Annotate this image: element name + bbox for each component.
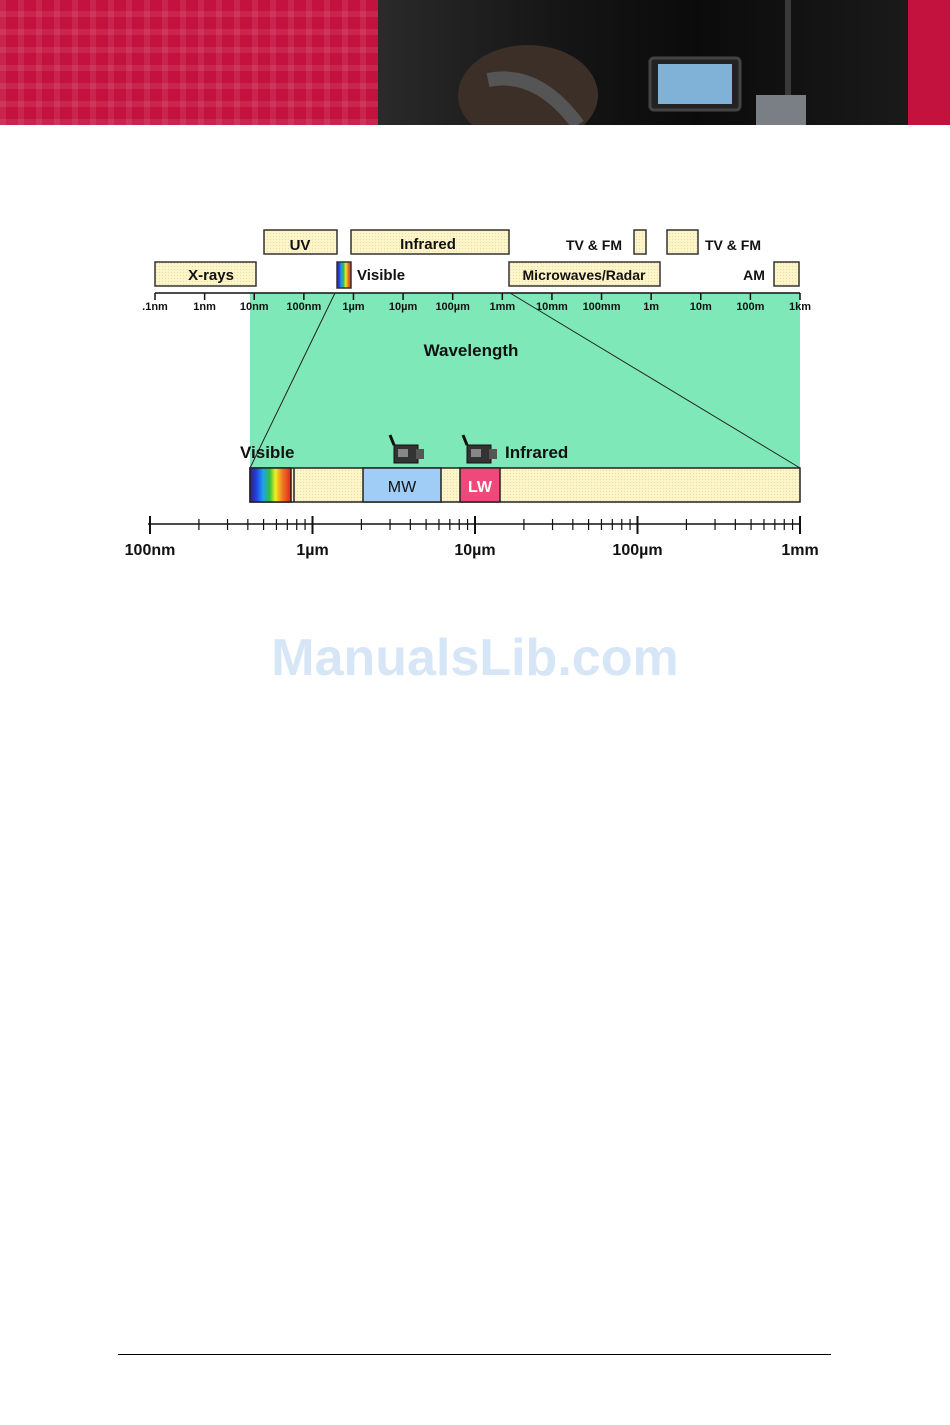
detail-infrared-label: Infrared (505, 443, 568, 462)
band-microwaves-label: Microwaves/Radar (523, 267, 646, 283)
bottom-scale-label: 1µm (296, 542, 328, 559)
detail-visible-swatch (250, 468, 291, 502)
band-uv-label: UV (290, 237, 311, 254)
band-xrays: X-rays (155, 262, 256, 286)
top-scale-tick-label: 10µm (389, 301, 418, 313)
wavelength-region (250, 293, 800, 468)
band-am-label: AM (743, 267, 765, 283)
band-visible-swatch (337, 262, 351, 288)
bottom-scale-label: 1mm (781, 542, 818, 559)
band-microwaves: Microwaves/Radar (509, 262, 660, 286)
band-tv-fm-2-label: TV & FM (705, 237, 761, 253)
header-photo (378, 0, 908, 125)
bottom-scale-label: 100nm (125, 542, 176, 559)
top-scale-tick-label: 1m (643, 301, 659, 313)
header-banner (0, 0, 950, 125)
top-scale-tick-label: 10nm (240, 301, 269, 313)
top-scale-tick-label: 1km (789, 301, 811, 313)
header-right-strip (908, 0, 950, 125)
header-pattern (0, 0, 378, 125)
detail-bar (250, 468, 800, 502)
top-scale-tick-label: 10m (690, 301, 712, 313)
band-infrared: Infrared (351, 230, 509, 254)
top-scale-tick-label: 100m (736, 301, 764, 313)
band-tv-fm-2-box (667, 230, 698, 254)
band-uv: UV (264, 230, 337, 254)
band-visible-label: Visible (357, 267, 405, 284)
footer-rule (118, 1354, 831, 1355)
wavelength-label: Wavelength (424, 341, 519, 360)
watermark: ManualsLib.com (0, 628, 950, 688)
spectrum-diagram: Wavelength UV Infrared TV & FM TV & FM X… (0, 200, 950, 580)
monitor-screen (658, 64, 732, 104)
bottom-scale-ticks: 100nm 1µm 10µm 100µm 1mm (125, 516, 819, 559)
top-scale-tick-label: 1µm (342, 301, 364, 313)
band-tv-fm-1-box (634, 230, 646, 254)
band-am-box (774, 262, 799, 286)
band-infrared-label: Infrared (400, 236, 456, 253)
top-scale-tick-label: 100mm (583, 301, 621, 313)
detail-visible-label: Visible (240, 443, 295, 462)
lw-label: LW (468, 479, 493, 496)
bottom-scale-label: 100µm (612, 542, 662, 559)
top-scale-tick-label: 100nm (286, 301, 321, 313)
device-box (756, 95, 806, 125)
top-scale-tick-label: 1mm (489, 301, 515, 313)
top-scale-tick-label: .1nm (142, 301, 168, 313)
header-photo-illustration (378, 0, 908, 125)
top-scale-tick-label: 100µm (435, 301, 470, 313)
top-scale-tick-label: 1nm (193, 301, 216, 313)
band-tv-fm-1-label: TV & FM (566, 237, 622, 253)
bottom-scale-label: 10µm (454, 542, 495, 559)
band-xrays-label: X-rays (188, 267, 234, 284)
mw-label: MW (388, 479, 417, 496)
